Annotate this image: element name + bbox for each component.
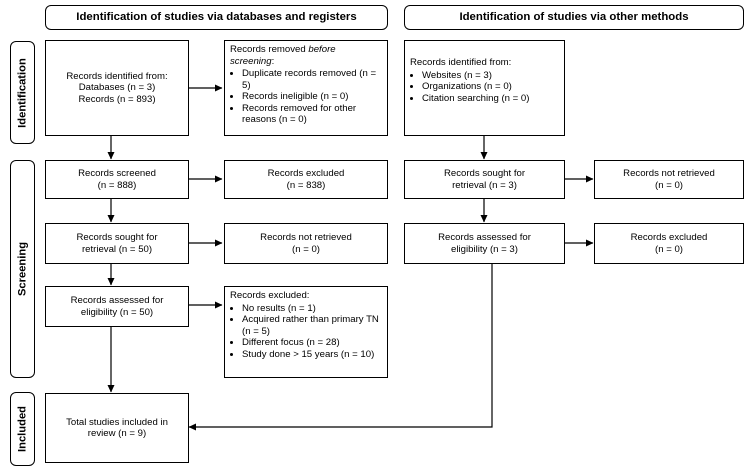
list-item: Study done > 15 years (n = 10) xyxy=(242,349,382,361)
excluded-reasons-title: Records excluded: xyxy=(230,290,310,301)
box-other-excluded: Records excluded (n = 0) xyxy=(594,223,744,264)
records-identified-records: Records (n = 893) xyxy=(78,93,156,105)
box-total-included: Total studies included in review (n = 9) xyxy=(45,393,189,463)
box-other-not-retrieved: Records not retrieved (n = 0) xyxy=(594,160,744,199)
records-identified-databases: Databases (n = 3) xyxy=(78,82,156,94)
list-item: Websites (n = 3) xyxy=(422,70,559,82)
header-other-methods: Identification of studies via other meth… xyxy=(404,5,744,30)
box-other-sought: Records sought for retrieval (n = 3) xyxy=(404,160,565,199)
arrow-other-assessed-to-included xyxy=(188,264,493,431)
box-records-assessed: Records assessed for eligibility (n = 50… xyxy=(45,286,189,327)
header-databases: Identification of studies via databases … xyxy=(45,5,388,30)
box-other-assessed: Records assessed for eligibility (n = 3) xyxy=(404,223,565,264)
other-identified-title: Records identified from: xyxy=(410,57,512,68)
stage-screening: Screening xyxy=(10,160,35,378)
box-other-identified: Records identified from: Websites (n = 3… xyxy=(404,40,565,136)
stage-screening-label: Screening xyxy=(15,241,28,297)
stage-identification-label: Identification xyxy=(15,57,28,128)
box-records-screened: Records screened (n = 888) xyxy=(45,160,189,199)
records-removed-list: Duplicate records removed (n = 5) Record… xyxy=(230,68,382,126)
box-records-identified: Records identified from: Databases (n = … xyxy=(45,40,189,136)
other-identified-list: Websites (n = 3) Organizations (n = 0) C… xyxy=(410,70,559,105)
box-records-removed: Records removed before screening: Duplic… xyxy=(224,40,388,136)
box-records-excluded: Records excluded (n = 838) xyxy=(224,160,388,199)
records-identified-title: Records identified from: xyxy=(66,70,168,82)
list-item: Different focus (n = 28) xyxy=(242,337,382,349)
list-item: Records removed for other reasons (n = 0… xyxy=(242,103,382,126)
box-records-not-retrieved: Records not retrieved (n = 0) xyxy=(224,223,388,264)
stage-identification: Identification xyxy=(10,41,35,144)
box-records-excluded-reasons: Records excluded: No results (n = 1) Acq… xyxy=(224,286,388,378)
stage-included: Included xyxy=(10,392,35,466)
header-other-text: Identification of studies via other meth… xyxy=(459,10,689,23)
records-removed-title: Records removed before xyxy=(230,44,336,55)
header-databases-text: Identification of studies via databases … xyxy=(76,10,357,23)
list-item: Duplicate records removed (n = 5) xyxy=(242,68,382,91)
list-item: Organizations (n = 0) xyxy=(422,81,559,93)
stage-included-label: Included xyxy=(15,406,28,452)
list-item: Records ineligible (n = 0) xyxy=(242,91,382,103)
excluded-reasons-list: No results (n = 1) Acquired rather than … xyxy=(230,303,382,361)
list-item: No results (n = 1) xyxy=(242,303,382,315)
box-records-sought: Records sought for retrieval (n = 50) xyxy=(45,223,189,264)
list-item: Acquired rather than primary TN (n = 5) xyxy=(242,314,382,337)
list-item: Citation searching (n = 0) xyxy=(422,93,559,105)
